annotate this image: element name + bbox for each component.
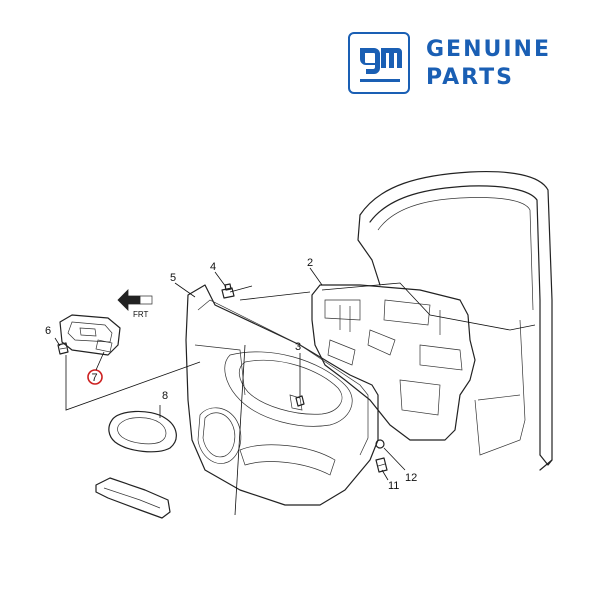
callout-7-highlight-ring	[87, 369, 103, 385]
callout-12: 12	[405, 472, 417, 484]
clip-6	[57, 342, 69, 355]
screw-4	[221, 283, 235, 299]
callout-labels: 2 3 4 5 6 7 8 11 12	[45, 257, 417, 492]
gm-genuine-parts-logo: GENUINE PARTS	[348, 32, 588, 102]
gm-monogram-icon	[360, 48, 402, 82]
push-pin-12	[375, 439, 385, 449]
callout-11: 11	[388, 480, 399, 492]
fastener-3	[295, 395, 305, 407]
inner-door-panel-2	[311, 284, 476, 441]
callout-3: 3	[295, 341, 301, 353]
armrest-pull-handle	[95, 477, 171, 519]
door-opening-frame	[357, 171, 553, 471]
callout-4: 4	[210, 261, 216, 273]
callout-2: 2	[307, 257, 313, 269]
window-switch-assembly-7	[59, 314, 121, 356]
callout-6: 6	[45, 325, 51, 337]
front-direction-arrow: FRT	[117, 289, 153, 319]
gm-monogram-badge	[348, 32, 410, 94]
door-trim-panel-5	[185, 284, 379, 516]
callout-5: 5	[170, 272, 176, 284]
logo-text-parts: PARTS	[426, 65, 514, 90]
door-handle-bezel-8	[108, 410, 177, 453]
leader-lines	[54, 267, 536, 481]
callout-7: 7	[92, 372, 98, 384]
callout-8: 8	[162, 390, 168, 402]
logo-text-genuine: GENUINE	[426, 37, 551, 62]
arrow-left-icon	[117, 289, 141, 311]
front-arrow-label: FRT	[133, 310, 149, 319]
clip-11	[375, 457, 388, 473]
